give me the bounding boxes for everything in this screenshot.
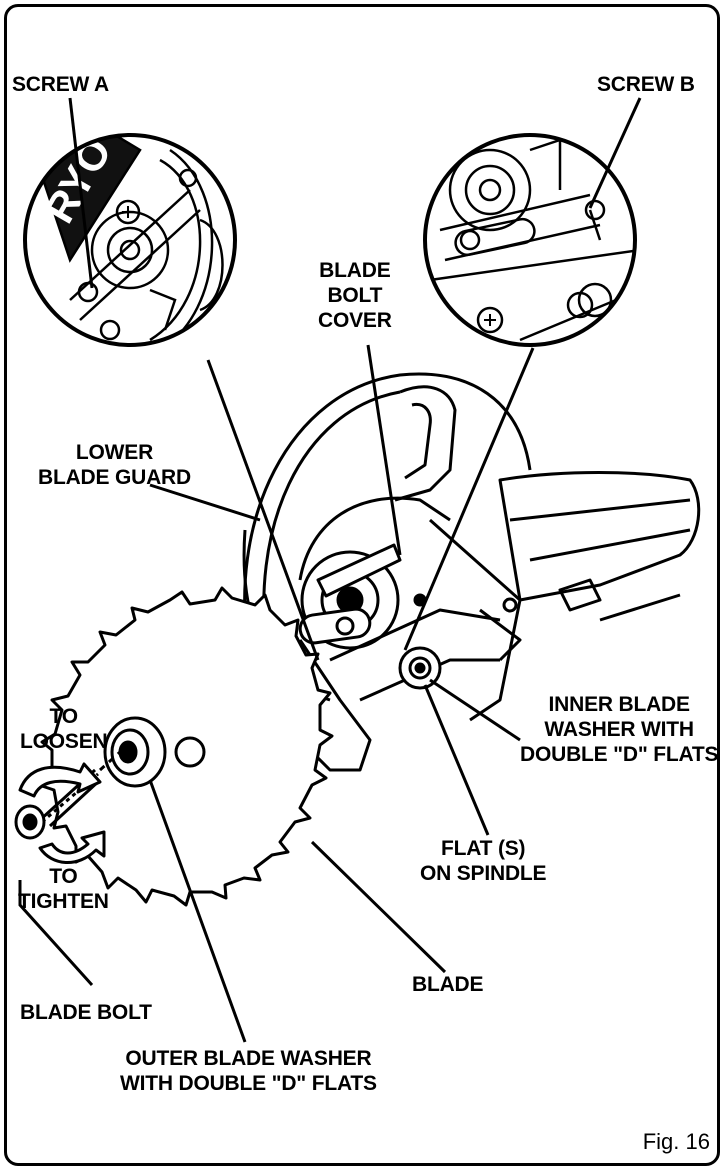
label-lower-blade-guard: LOWER BLADE GUARD (38, 441, 191, 489)
label-blade-bolt-cover: BLADE BOLT COVER (318, 259, 392, 332)
washer-and-bolt (14, 716, 167, 840)
rotation-arrows (18, 762, 106, 864)
label-to-loosen: TO LOOSEN (20, 705, 108, 753)
detail-circle-screw-b (423, 133, 637, 347)
blade-drawing (40, 586, 334, 907)
detail-circle-screw-a: RYO (23, 133, 237, 347)
label-blade-bolt: BLADE BOLT (20, 1001, 152, 1024)
leader-lines (18, 97, 642, 1043)
figure-number: Fig. 16 (642, 1129, 710, 1154)
label-to-tighten: TO TIGHTEN (18, 865, 109, 913)
label-outer-blade-washer: OUTER BLADE WASHER WITH DOUBLE "D" FLATS (120, 1047, 377, 1095)
saw-body (242, 372, 701, 772)
label-blade: BLADE (412, 973, 484, 996)
label-inner-blade-washer: INNER BLADE WASHER WITH DOUBLE "D" FLATS (520, 693, 719, 766)
label-screw-b: SCREW B (597, 73, 695, 96)
label-screw-a: SCREW A (12, 73, 109, 96)
label-flat-on-spindle: FLAT (S) ON SPINDLE (420, 837, 547, 885)
figure-frame (4, 4, 720, 1166)
